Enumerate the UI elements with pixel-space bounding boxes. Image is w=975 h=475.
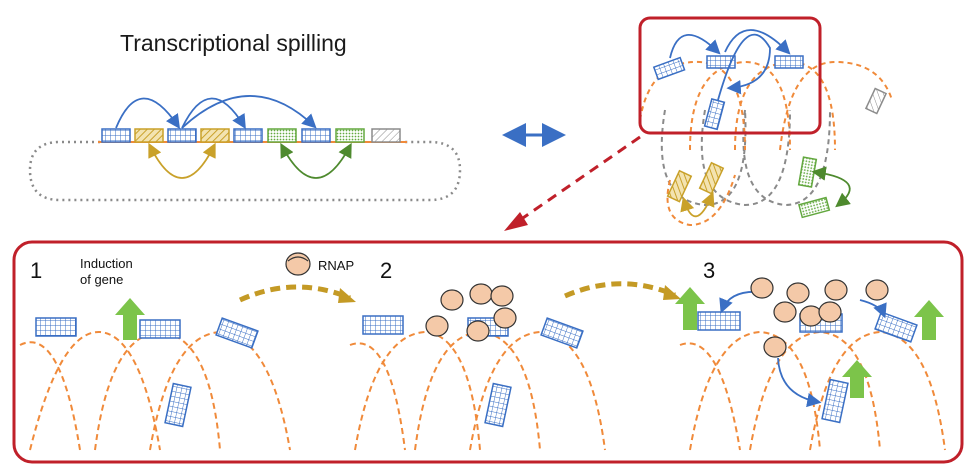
coil-gene-blue-1 (652, 56, 686, 81)
gene-blue-1 (101, 128, 131, 143)
coiled-chromosome (639, 29, 893, 227)
coil-arrow-blue-3 (717, 33, 771, 101)
p1-gene-1 (35, 317, 77, 337)
induction-arrow (115, 298, 145, 340)
p2-gene-4 (484, 382, 512, 428)
p2-rnap-cluster (425, 283, 517, 342)
zoom-frame (638, 16, 822, 135)
p2-gene-1 (362, 315, 404, 335)
step-arrow-2 (564, 281, 676, 299)
p3-gene-3 (874, 311, 918, 343)
coil-arrow-blue-1 (669, 34, 721, 59)
gene-blue-4 (301, 128, 331, 143)
rnap-label: RNAP (318, 258, 355, 273)
gene-green-1 (267, 128, 297, 143)
panel1-loops (19, 330, 291, 451)
p3-induction-arrow-3 (842, 360, 872, 398)
gene-blue-3 (233, 128, 263, 143)
step-1-number: 1 (30, 258, 43, 283)
gene-gold-1 (134, 128, 164, 143)
induction-label-line1: Induction (80, 256, 133, 271)
spill-arrow-gold (148, 142, 216, 179)
step-3-number: 3 (703, 258, 716, 283)
linear-chromosome (28, 95, 462, 202)
p1-gene-3 (215, 317, 259, 349)
diagram-title: Transcriptional spilling (120, 30, 347, 56)
p3-rnap-cluster (750, 277, 889, 358)
gene-blue-2 (167, 128, 197, 143)
coil-gene-green-2 (798, 196, 831, 219)
step-2-number: 2 (380, 258, 393, 283)
coil-gene-blue-4 (703, 98, 726, 131)
coil-arrow-green (811, 166, 851, 208)
panel3-loops (679, 330, 946, 451)
bottom-panel-frame (12, 240, 964, 464)
rnap-legend-icon (285, 252, 311, 276)
spill-arrow-blue-3 (181, 95, 317, 129)
p1-gene-2 (139, 319, 181, 339)
spill-arrow-green (280, 142, 352, 179)
coil-gene-green-1 (797, 156, 818, 188)
coil-arrow-blue-2 (724, 29, 791, 55)
p3-induction-arrow-1 (675, 287, 705, 330)
coil-gene-gold-2 (698, 161, 725, 195)
p3-induction-arrow-2 (914, 300, 944, 340)
gene-green-2 (335, 128, 365, 143)
induction-label: Induction of gene (80, 256, 133, 288)
panel2-loops (349, 330, 606, 451)
spill-arrow-blue-2 (181, 97, 246, 130)
coil-gene-gray (864, 87, 888, 115)
step-arrow-1 (238, 284, 351, 303)
induction-label-line2: of gene (80, 272, 124, 287)
gene-gold-2 (200, 128, 230, 143)
spill-arrow-blue-1 (115, 97, 181, 129)
p3-gene-4 (821, 378, 849, 424)
p1-gene-4 (164, 382, 192, 428)
p3-gene-1 (697, 311, 741, 331)
gene-gray-1 (371, 128, 401, 143)
coil-gene-blue-2 (706, 55, 736, 69)
coil-gene-gold-1 (666, 169, 693, 203)
coil-gene-blue-3 (774, 55, 804, 69)
p2-gene-3 (540, 317, 584, 349)
zoom-arrow (504, 135, 641, 231)
coil-arrow-gold (680, 191, 715, 218)
